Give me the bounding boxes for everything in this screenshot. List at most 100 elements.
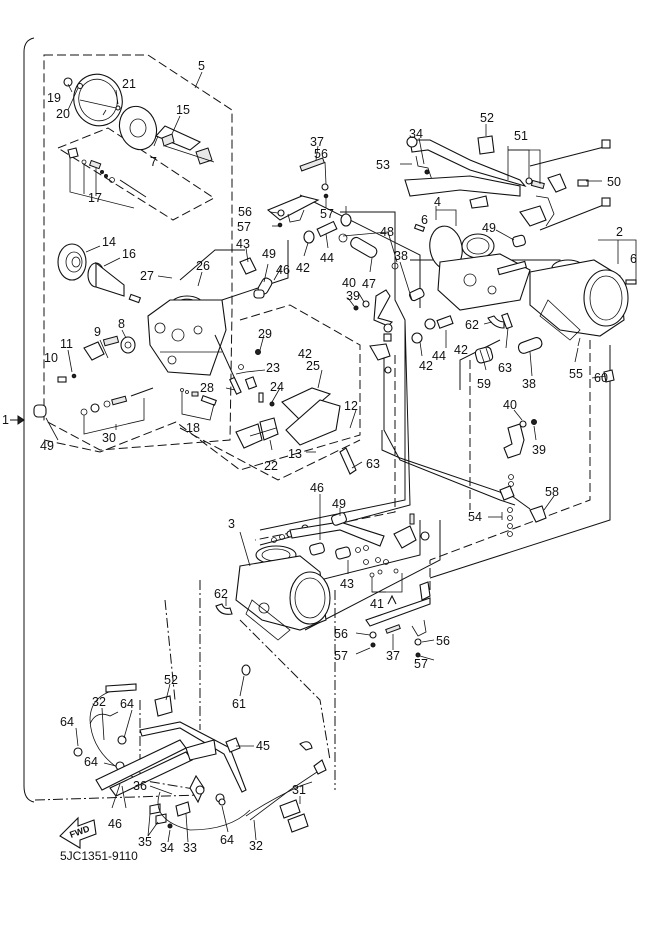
callout-9: 9 bbox=[94, 325, 101, 339]
callout-32: 32 bbox=[92, 695, 106, 709]
callout-45: 45 bbox=[256, 739, 270, 753]
callout-23: 23 bbox=[266, 361, 280, 375]
callout-56: 56 bbox=[238, 205, 252, 219]
part-throttle-bracket-upper bbox=[353, 289, 394, 374]
callout-18: 18 bbox=[186, 421, 200, 435]
part-float bbox=[235, 417, 279, 449]
callout-26: 26 bbox=[196, 259, 210, 273]
part-vacuum-chamber bbox=[118, 105, 215, 165]
callout-21: 21 bbox=[122, 77, 136, 91]
part-float-needle-set bbox=[235, 349, 275, 407]
callout-19: 19 bbox=[47, 91, 61, 105]
callout-10: 10 bbox=[44, 351, 58, 365]
callout-39: 39 bbox=[346, 289, 360, 303]
part-throttle-rod bbox=[381, 430, 506, 498]
callout-49: 49 bbox=[262, 247, 276, 261]
callout-49: 49 bbox=[332, 497, 346, 511]
part-linkage-upper bbox=[266, 157, 329, 228]
callout-36: 36 bbox=[133, 779, 147, 793]
part-needle-set-18 bbox=[180, 388, 217, 421]
callout-assembly-1: 1 bbox=[2, 413, 9, 427]
callout-3: 3 bbox=[228, 517, 235, 531]
callout-5: 5 bbox=[198, 59, 205, 73]
part-screw-set-30 bbox=[80, 387, 154, 435]
callout-6: 6 bbox=[630, 252, 637, 266]
part-right-mid-fittings bbox=[411, 312, 615, 383]
callout-51: 51 bbox=[514, 129, 528, 143]
callout-61: 61 bbox=[232, 697, 246, 711]
callout-31: 31 bbox=[292, 783, 306, 797]
callout-63: 63 bbox=[498, 361, 512, 375]
callout-12: 12 bbox=[344, 399, 358, 413]
callout-57: 57 bbox=[414, 657, 428, 671]
callout-15: 15 bbox=[176, 103, 190, 117]
connection-lines bbox=[179, 194, 611, 631]
callout-59: 59 bbox=[477, 377, 491, 391]
callout-48: 48 bbox=[380, 225, 394, 239]
callout-27: 27 bbox=[140, 269, 154, 283]
callout-64: 64 bbox=[84, 755, 98, 769]
callout-44: 44 bbox=[320, 251, 334, 265]
callout-38: 38 bbox=[522, 377, 536, 391]
part-carburetor-body-3 bbox=[215, 545, 331, 676]
callout-41: 41 bbox=[370, 597, 384, 611]
part-piston-valve bbox=[87, 261, 142, 304]
callout-60: 60 bbox=[594, 371, 608, 385]
callout-56: 56 bbox=[436, 634, 450, 648]
part-diaphragm bbox=[57, 243, 87, 281]
callout-4: 4 bbox=[434, 195, 441, 209]
callout-47: 47 bbox=[362, 277, 376, 291]
callout-64: 64 bbox=[60, 715, 74, 729]
part-float-chamber bbox=[281, 387, 357, 475]
callout-49: 49 bbox=[40, 439, 54, 453]
callout-34: 34 bbox=[409, 127, 423, 141]
part-carb-cover bbox=[63, 73, 123, 127]
part-wiring-harness bbox=[73, 683, 327, 833]
callout-64: 64 bbox=[220, 833, 234, 847]
callout-14: 14 bbox=[102, 235, 116, 249]
callout-28: 28 bbox=[200, 381, 214, 395]
callout-37: 37 bbox=[386, 649, 400, 663]
callout-57: 57 bbox=[334, 649, 348, 663]
callout-37: 37 bbox=[310, 135, 324, 149]
part-jet-kit bbox=[67, 147, 147, 209]
callout-57: 57 bbox=[320, 207, 334, 221]
callout-40: 40 bbox=[342, 276, 356, 290]
callout-57: 57 bbox=[237, 220, 251, 234]
callout-13: 13 bbox=[288, 447, 302, 461]
assembly-bracket bbox=[10, 37, 35, 803]
callout-49: 49 bbox=[482, 221, 496, 235]
callout-leaders bbox=[45, 71, 637, 843]
callout-43: 43 bbox=[236, 237, 250, 251]
part-hose-fittings bbox=[239, 213, 399, 299]
callout-8: 8 bbox=[118, 317, 125, 331]
callout-42: 42 bbox=[298, 347, 312, 361]
callout-6: 6 bbox=[421, 213, 428, 227]
callout-46: 46 bbox=[108, 817, 122, 831]
callout-62: 62 bbox=[465, 318, 479, 332]
callout-39: 39 bbox=[532, 443, 546, 457]
callout-54: 54 bbox=[468, 510, 482, 524]
callout-42: 42 bbox=[419, 359, 433, 373]
callout-38: 38 bbox=[394, 249, 408, 263]
part-throttle-bracket-lower bbox=[499, 419, 547, 537]
callout-35: 35 bbox=[138, 835, 152, 849]
callout-42: 42 bbox=[296, 261, 310, 275]
callout-33: 33 bbox=[183, 841, 197, 855]
callout-62: 62 bbox=[214, 587, 228, 601]
callout-58: 58 bbox=[545, 485, 559, 499]
callout-22: 22 bbox=[264, 459, 278, 473]
callout-44: 44 bbox=[432, 349, 446, 363]
callout-42: 42 bbox=[454, 343, 468, 357]
callout-43: 43 bbox=[340, 577, 354, 591]
callout-56: 56 bbox=[334, 627, 348, 641]
callout-30: 30 bbox=[102, 431, 116, 445]
callout-56: 56 bbox=[314, 147, 328, 161]
part-carburetor-body-2 bbox=[529, 259, 637, 341]
callout-20: 20 bbox=[56, 107, 70, 121]
callout-34: 34 bbox=[160, 841, 174, 855]
part-carburetor-body-upper bbox=[147, 295, 242, 395]
callout-63: 63 bbox=[366, 457, 380, 471]
